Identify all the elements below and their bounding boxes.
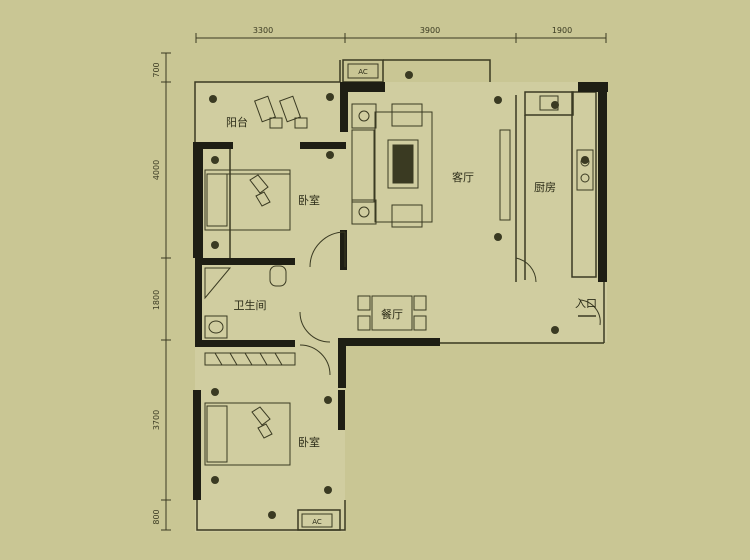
dim-left-1: 700 (152, 62, 161, 77)
interior-fill (195, 82, 607, 532)
bathroom-fixtures (204, 265, 287, 339)
bed-top (204, 169, 291, 231)
room-kitchen: 厨房 (534, 181, 556, 194)
dim-top-3: 1900 (552, 26, 572, 35)
dim-top-2: 3900 (420, 26, 440, 35)
dining-table (357, 295, 427, 331)
bed-bottom (204, 402, 291, 466)
dim-left-2: 4000 (152, 160, 161, 180)
dim-left-4: 3700 (152, 410, 161, 430)
living-sofa (351, 103, 433, 228)
room-bedroom-bottom: 卧室 (298, 435, 320, 449)
thick-walls (193, 82, 608, 500)
stove (539, 95, 594, 191)
top-dimension-line (195, 33, 607, 43)
dim-top-1: 3300 (253, 26, 273, 35)
wardrobe-bottom (204, 352, 296, 366)
dim-left-5: 800 (152, 509, 161, 524)
room-balcony: 阳台 (226, 115, 248, 129)
room-bathroom: 卫生间 (234, 298, 267, 312)
ac-box-bottom (301, 513, 333, 528)
room-dining: 餐厅 (381, 307, 403, 321)
balcony-chairs (254, 95, 308, 129)
room-entrance: 入口 (575, 297, 597, 310)
room-bedroom-top: 卧室 (298, 193, 320, 207)
door-swings (299, 231, 601, 376)
ac-label-top: AC (358, 68, 368, 76)
dim-left-3: 1800 (152, 290, 161, 310)
tv-cabinet (499, 129, 511, 221)
room-living: 客厅 (452, 170, 474, 184)
ac-box-top (347, 63, 379, 79)
plants (209, 71, 589, 519)
ac-label-bottom: AC (312, 518, 322, 526)
left-dimension-line (161, 52, 171, 531)
outline-walls (194, 59, 605, 531)
